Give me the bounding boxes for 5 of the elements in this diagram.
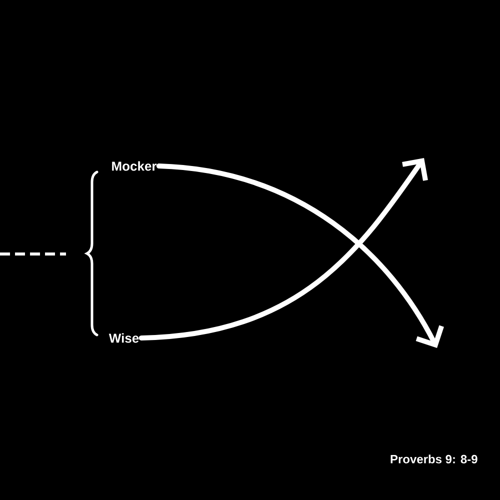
curved-arrow <box>138 158 428 340</box>
node-label: Mocker <box>112 161 157 171</box>
curved-arrow <box>156 164 444 348</box>
node-label: Wise <box>108 333 139 343</box>
reference-text: Proverbs 9: 8-9 <box>390 454 478 464</box>
